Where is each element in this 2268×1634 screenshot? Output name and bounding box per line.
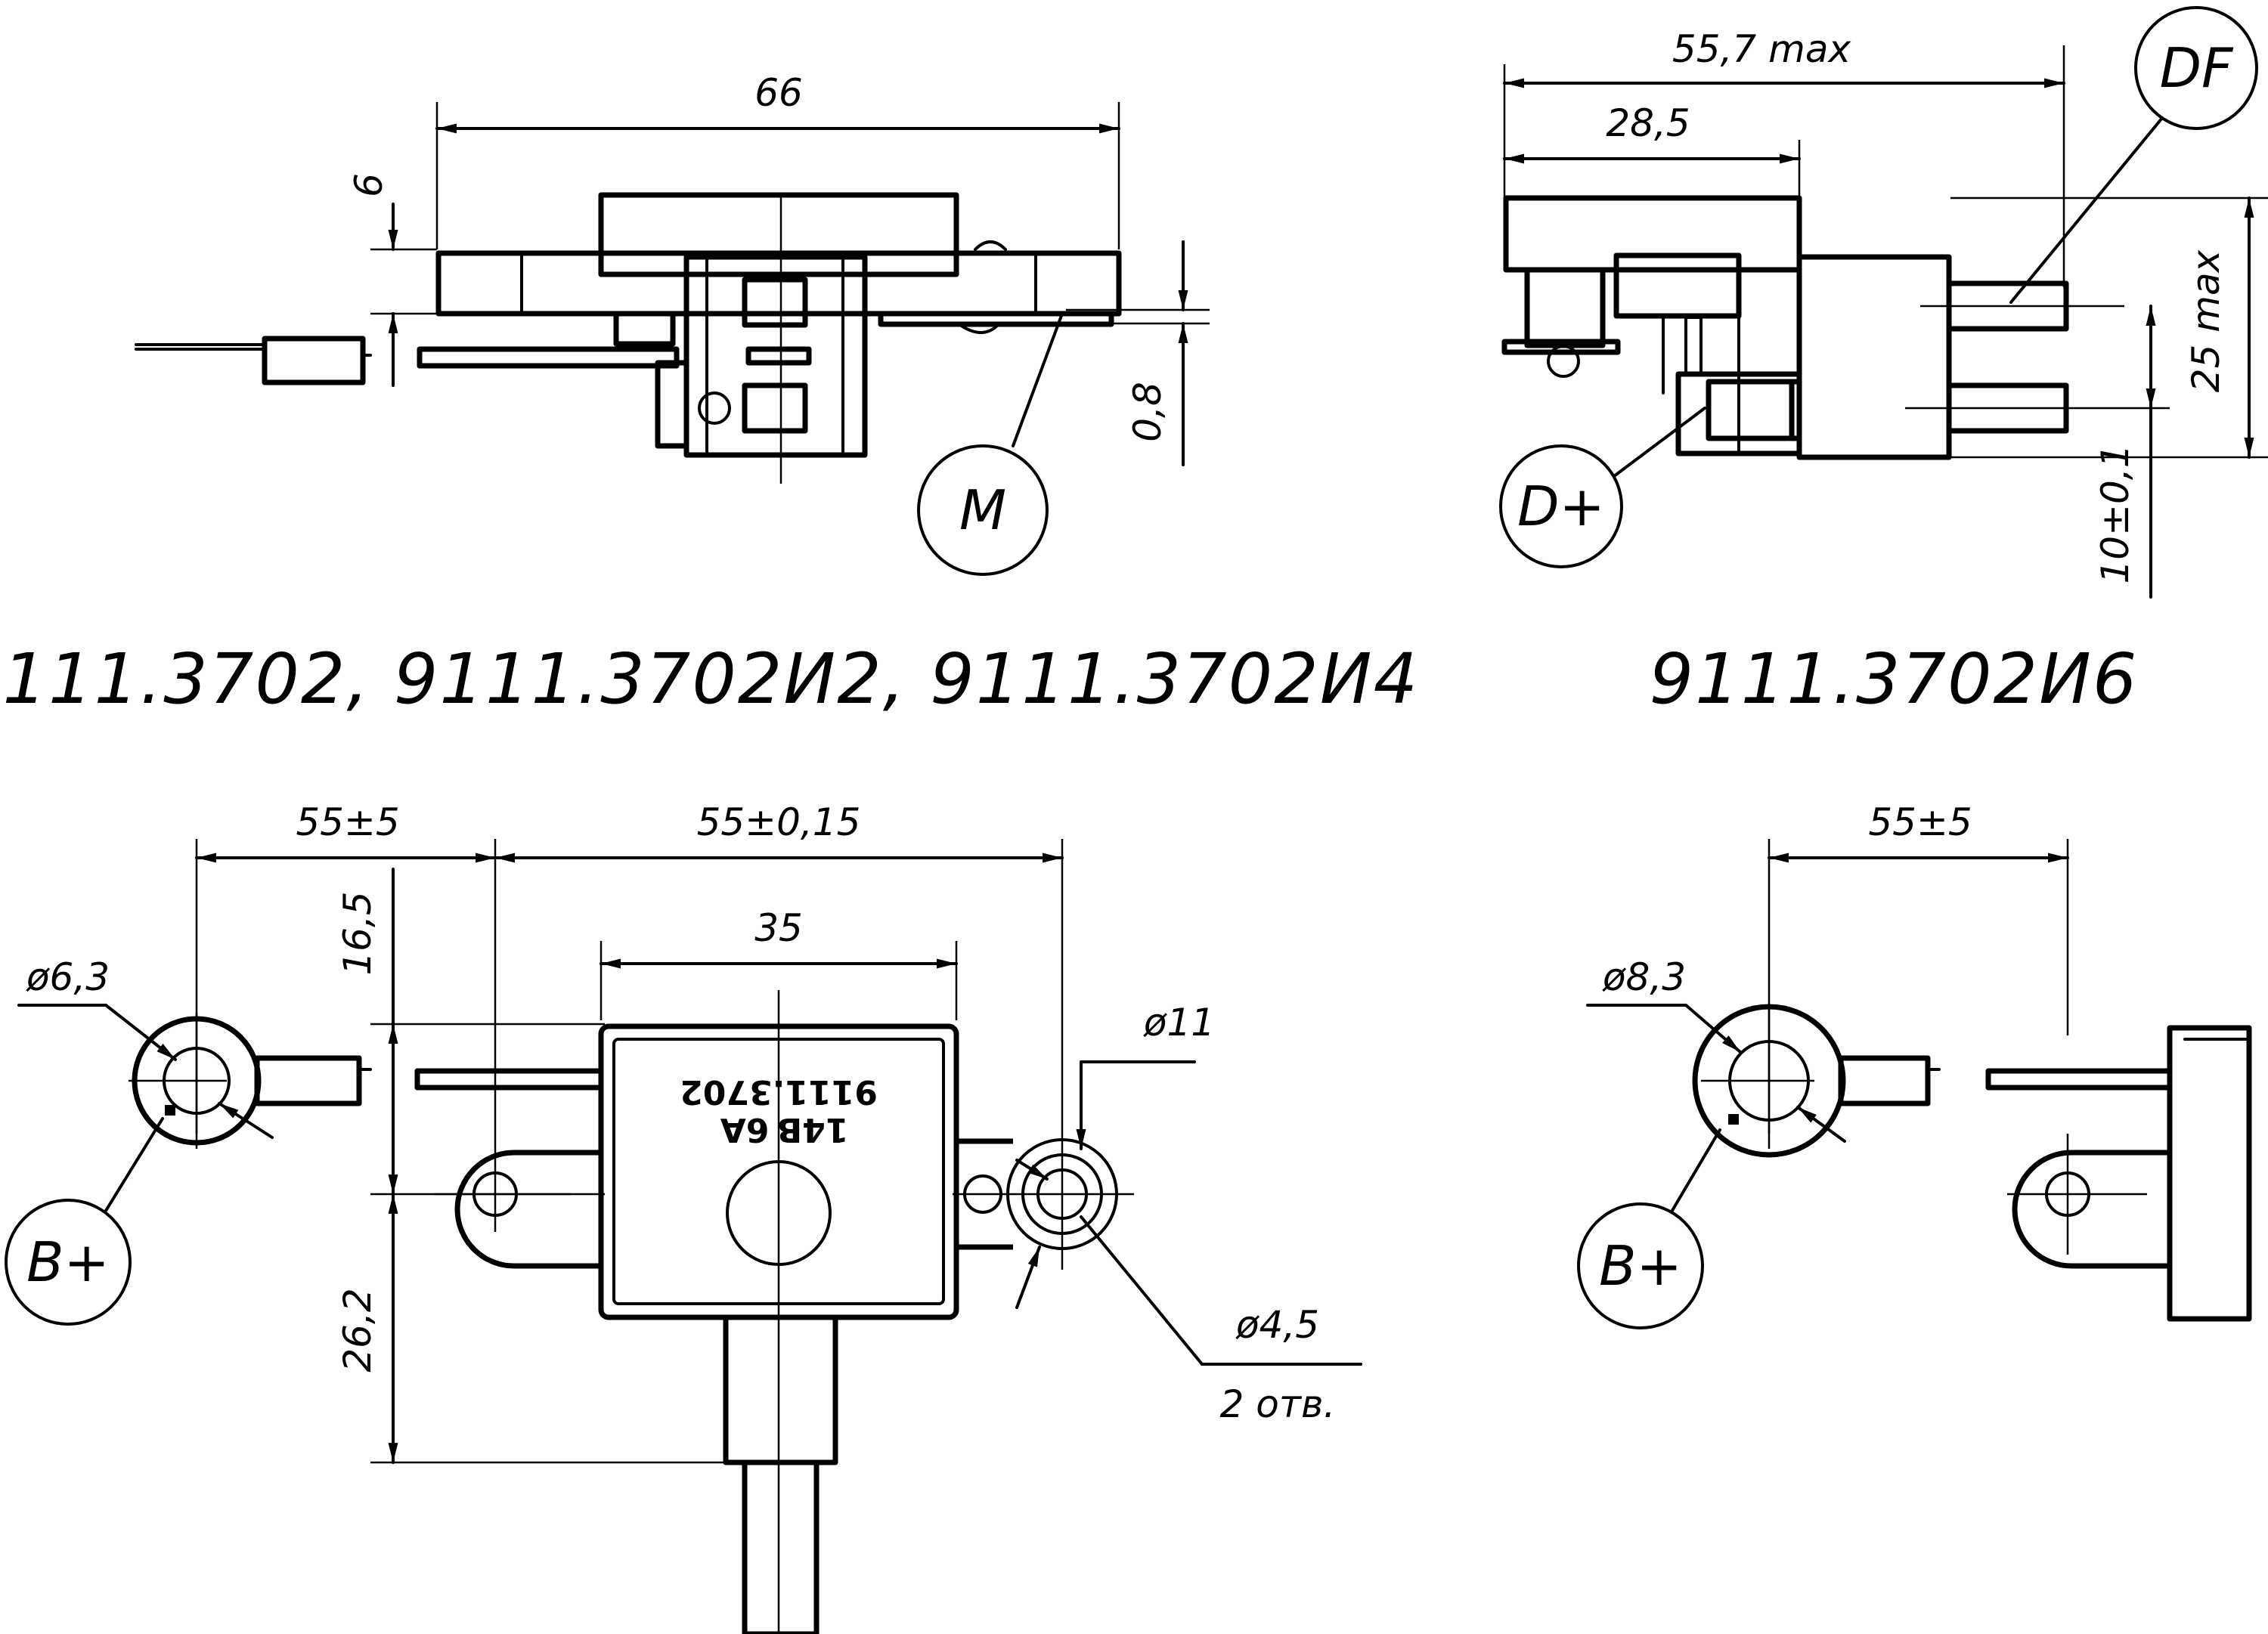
callout-bplus-left-circle	[5, 1199, 132, 1326]
caption-left: 9111.3702, 9111.3702И2, 9111.3702И4	[0, 639, 1419, 720]
caption-right: 9111.3702И6	[1650, 639, 2139, 720]
dim-66-label: 66	[754, 71, 803, 115]
dim-35-label: 35	[754, 906, 803, 950]
dim-6-label: 6	[347, 173, 391, 197]
callout-dplus-label: D+	[1517, 475, 1605, 538]
view-top-left: 66 6 0	[135, 71, 1210, 576]
view-top-right: 55,7 max 28,5 25 max 10±0,1 DF	[1499, 6, 2268, 599]
dim-phi-8-3-label: ø8,3	[1602, 955, 1686, 999]
dim-hole-note: 2 отв.	[1220, 1382, 1336, 1426]
callout-df-circle	[2134, 6, 2258, 130]
callout-bplus-right-label: B+	[1599, 1234, 1682, 1298]
callout-bplus-right-circle	[1577, 1202, 1704, 1329]
callout-df-label: DF	[2160, 36, 2234, 100]
dim-16-5-label: 16,5	[336, 891, 380, 975]
view-bottom-left: 55±5 55±0,15 35 16,5 26,2 14В 6А 9111.37…	[5, 800, 1362, 1634]
dim-10-label: 10±0,1	[2093, 444, 2137, 583]
callout-bplus-left-label: B+	[26, 1230, 110, 1294]
svg-text:14В: 14В	[777, 1110, 849, 1149]
dim-phi-11-label: ø11	[1143, 1001, 1215, 1044]
callout-m-label: M	[959, 478, 1006, 542]
dim-55-015-label: 55±0,15	[697, 800, 861, 844]
svg-text:6А: 6А	[720, 1110, 770, 1149]
dim-55-5-right-label: 55±5	[1868, 800, 1972, 844]
dim-phi-6-3-label: ø6,3	[26, 955, 110, 999]
view-bottom-right: 55±5 ø8,3 B+	[1577, 800, 2252, 1329]
dim-55-5-label: 55±5	[296, 800, 399, 844]
body-marking: 14В 6А 9111.3702	[680, 1072, 878, 1149]
dim-phi-4-5-label: ø4,5	[1235, 1303, 1319, 1347]
dim-28-5-label: 28,5	[1606, 101, 1690, 145]
callout-m-circle	[917, 444, 1049, 576]
dim-25-max-label: 25 max	[2184, 249, 2228, 392]
dim-26-2-label: 26,2	[336, 1288, 380, 1372]
svg-text:9111.3702: 9111.3702	[680, 1072, 878, 1111]
dim-0-8-label: 0,8	[1126, 382, 1170, 442]
dim-55-7-label: 55,7 max	[1672, 27, 1851, 71]
callout-dplus-circle	[1499, 444, 1623, 568]
